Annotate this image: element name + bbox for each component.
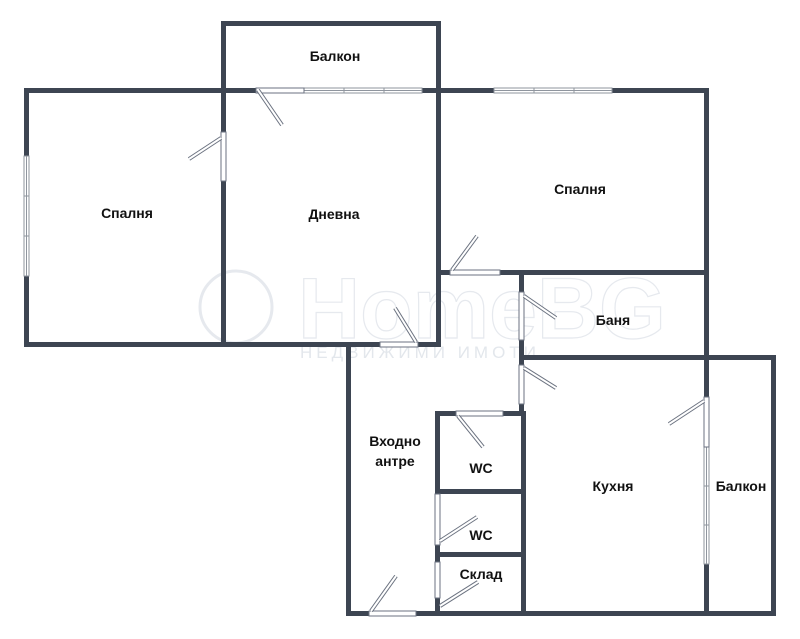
wall-top-left [24, 88, 256, 93]
wall-balcony-top-left [221, 21, 226, 91]
room-label-bedroom-left: Спалня [101, 205, 153, 221]
door-bedroom-left [187, 131, 227, 182]
wall-bottom-living-right [418, 342, 441, 347]
room-label-bathroom: Баня [596, 312, 630, 328]
wall-bottom-outer-right [416, 611, 775, 616]
wall-balcony-right-right [771, 355, 776, 616]
room-labels: Балкон Спалня Дневна Спалня Баня Входно … [101, 48, 766, 582]
room-label-hall-line1: Входно [369, 433, 421, 449]
door-living-hall [379, 306, 419, 348]
wall-bottom-right-bedroom-a [436, 270, 450, 275]
wall-bottom-left [24, 342, 380, 347]
wall-wc-divider-2 [435, 552, 524, 557]
wall-right-bedroom-right [704, 88, 709, 360]
door-bathroom [518, 291, 558, 341]
wall-wc-left-upper [435, 411, 440, 494]
wall-wc-divider-1 [435, 489, 524, 494]
door-bedroom-right [449, 234, 501, 276]
doors [187, 87, 710, 617]
window-bedroom-right-top [493, 87, 613, 94]
door-wc-lower [434, 493, 479, 546]
wall-divider-bedroom-living-bottom [221, 181, 226, 347]
wall-bottom-outer-left [346, 611, 369, 616]
wall-balcony-top-right [436, 21, 441, 91]
room-label-balcony-right: Балкон [716, 478, 767, 494]
wall-bottom-right-bedroom-b [500, 270, 709, 275]
wall-divider-living-bedroom [436, 88, 441, 347]
wall-bath-left-lower [519, 404, 524, 414]
room-label-bedroom-right: Спалня [554, 181, 606, 197]
wall-balcony-top-top [221, 21, 441, 26]
room-label-kitchen: Кухня [593, 478, 634, 494]
room-label-storage: Склад [460, 566, 503, 582]
wall-wc-top-b [503, 411, 524, 416]
wall-bath-left-upper [519, 270, 524, 292]
window-bedroom-left [23, 155, 30, 277]
door-wc-upper [455, 410, 504, 449]
wall-divider-bedroom-living-top [221, 88, 226, 132]
watermark-logo-icon [198, 269, 274, 345]
room-label-hall-line2: антре [375, 453, 415, 469]
wall-top-mid [422, 88, 494, 93]
door-kitchen [518, 364, 558, 405]
wall-kitchen-right-lower [704, 564, 709, 616]
wall-wc-left-storage [435, 598, 440, 614]
watermark: HomeBG НЕДВИЖИМИ ИМОТИ [198, 260, 667, 362]
wall-wc-top-a [435, 411, 456, 416]
door-living-balcony [255, 87, 305, 127]
room-label-wc-lower: WC [469, 527, 492, 543]
walls [24, 21, 776, 616]
room-label-wc-upper: WC [469, 460, 492, 476]
window-kitchen-balcony [703, 446, 710, 565]
room-label-balcony-top: Балкон [310, 48, 361, 64]
room-label-living: Дневна [308, 206, 359, 222]
door-storage [434, 561, 480, 608]
wall-bath-bottom [519, 355, 775, 360]
windows [23, 87, 710, 565]
wall-top-right [612, 88, 708, 93]
wall-left-upper [24, 88, 29, 156]
watermark-brand: HomeBG [298, 261, 666, 357]
door-entrance [368, 574, 417, 617]
wall-left-lower [24, 276, 29, 347]
watermark-tagline: НЕДВИЖИМИ ИМОТИ [300, 343, 540, 362]
door-kitchen-balcony [667, 396, 710, 448]
wall-kitchen-right-upper [704, 355, 709, 397]
window-living-top [303, 87, 423, 94]
wall-hall-left [346, 342, 351, 616]
wall-wc-right [521, 411, 526, 616]
wall-bath-left-mid [519, 340, 524, 365]
